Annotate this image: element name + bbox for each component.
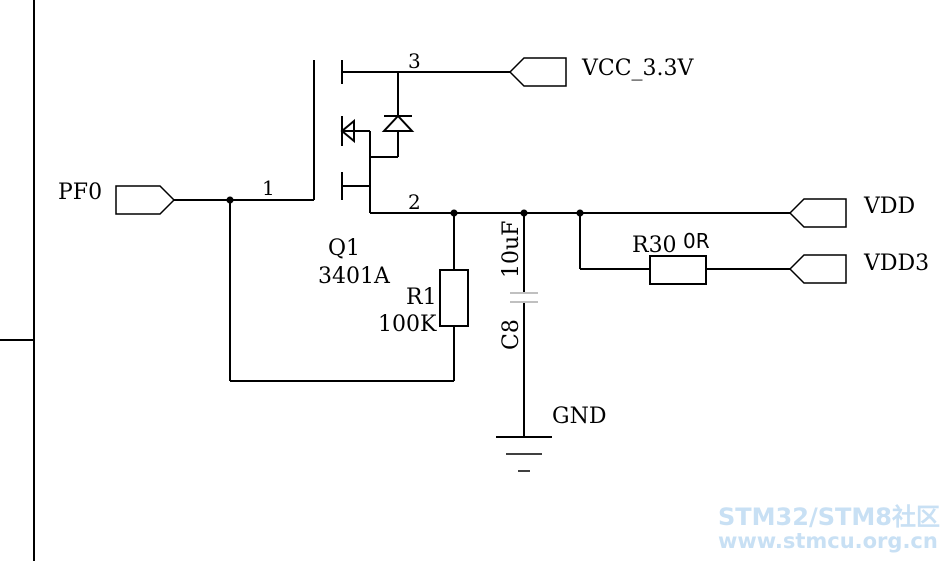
- q1-pin-drain: 2: [408, 190, 421, 214]
- q1-pin-source: 3: [408, 49, 421, 73]
- pf0-label: PF0: [58, 180, 102, 205]
- vdd3-port-flag: [788, 254, 847, 284]
- r1-value-label: 100K: [378, 312, 437, 337]
- vdd-port-flag: [788, 198, 847, 228]
- r1-ref-label: R1: [406, 285, 437, 310]
- q1-part-label: 3401A: [318, 264, 391, 289]
- vdd-label: VDD: [863, 194, 915, 219]
- watermark-line2: www.stmcu.org.cn: [718, 529, 938, 553]
- vcc-port-flag: [508, 57, 567, 87]
- q1-body-arrow: [340, 118, 355, 144]
- pf0-port-flag: [115, 185, 176, 215]
- c8-value-label: 10uF: [499, 221, 524, 278]
- gnd-label: GND: [552, 404, 606, 429]
- vdd3-label: VDD3: [863, 251, 929, 276]
- r30-value-label: 0R: [683, 229, 710, 253]
- r30-ref-label: R30: [632, 233, 677, 258]
- r1-body: [439, 269, 469, 327]
- q1-ref-label: Q1: [328, 236, 360, 261]
- vcc-label: VCC_3.3V: [581, 56, 695, 81]
- q1-pin-gate: 1: [262, 176, 275, 200]
- watermark-line1: STM32/STM8社区: [718, 503, 940, 531]
- q1-mosfet: [313, 60, 510, 213]
- q1-diode-triangle: [381, 114, 415, 132]
- r30-body: [649, 255, 707, 285]
- c8-ref-label: C8: [499, 319, 524, 350]
